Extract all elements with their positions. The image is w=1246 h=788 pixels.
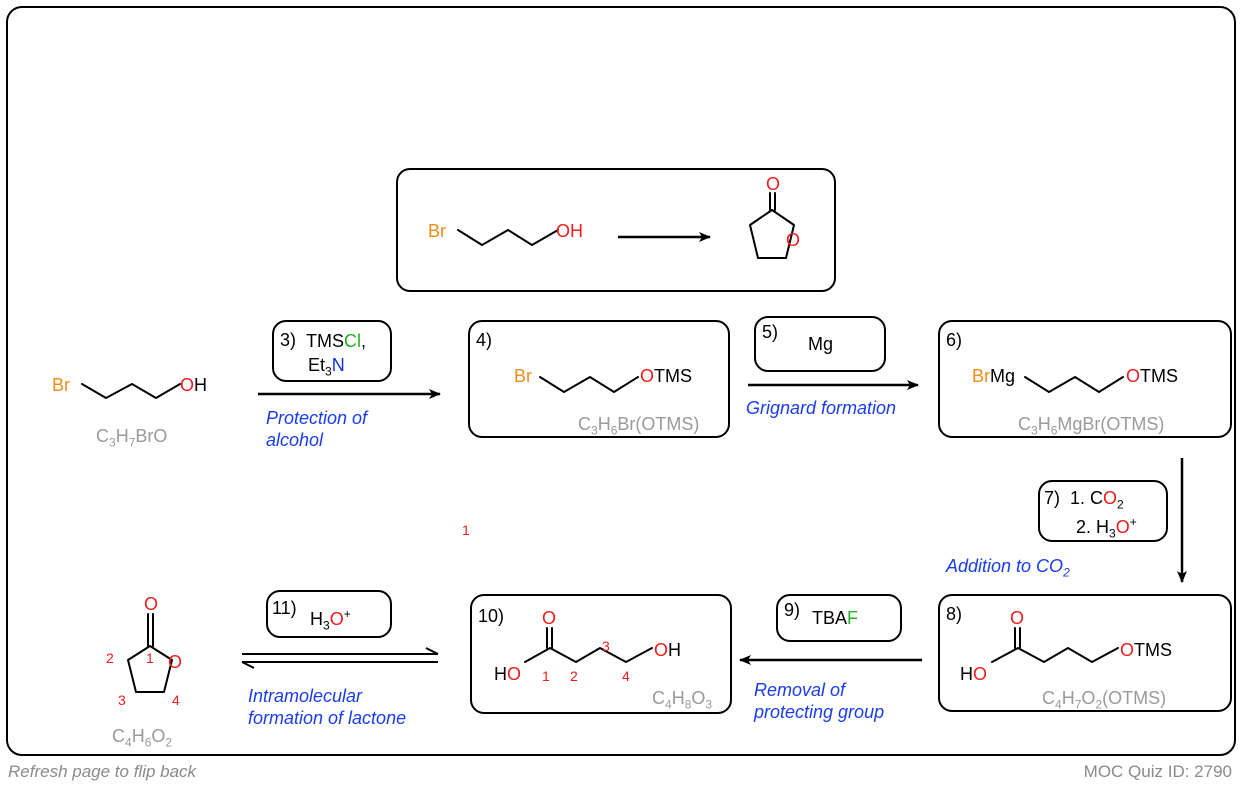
step7-label: Addition to CO2 xyxy=(946,556,1070,580)
cmp6-brmg: BrMg xyxy=(972,366,1016,386)
step5-reagent: Mg xyxy=(808,334,834,354)
lactone-carbon-3: 3 xyxy=(118,692,126,708)
step7-number: 7) xyxy=(1044,488,1061,508)
reagent-box-5 xyxy=(754,316,886,372)
lactone-carbonyl-o: O xyxy=(144,594,159,614)
cmp10-carbon-2: 2 xyxy=(570,668,578,684)
cmp10-formula: C4H8O3 xyxy=(652,688,713,712)
cmp4-br: Br xyxy=(514,366,532,386)
lactone-formula: C4H6O2 xyxy=(112,726,173,750)
step11-label-line1: Intramolecular xyxy=(248,686,363,706)
cmp8-number: 8) xyxy=(946,604,963,624)
step9-label-line1: Removal of xyxy=(754,680,846,700)
reagent-box-3 xyxy=(272,320,392,382)
step11-number: 11) xyxy=(272,598,297,618)
cmp8-ho: HO xyxy=(960,664,988,684)
step9-number: 9) xyxy=(784,600,801,620)
lactone-carbon-2: 2 xyxy=(106,650,114,666)
step3-label-line1: Protection of xyxy=(266,408,368,428)
step11-reagent: H3O+ xyxy=(310,607,351,633)
step7-reagent-line2: 2. H3O+ xyxy=(1076,515,1137,541)
start-formula: C3H7BrO xyxy=(96,426,168,450)
reagent-box-11 xyxy=(266,590,392,638)
cmp10-carbon-3: 3 xyxy=(602,638,610,654)
step3-label-line2: alcohol xyxy=(266,430,324,450)
cmp8-formula: C4H7O2(OTMS) xyxy=(1042,688,1167,712)
lactone-carbon-4: 4 xyxy=(172,692,180,708)
step9-reagent: TBAF xyxy=(812,608,859,628)
cmp4-formula: C3H6Br(OTMS) xyxy=(578,414,700,438)
cmp6-formula: C3H6MgBr(OTMS) xyxy=(1018,414,1165,438)
step11-label-line2: formation of lactone xyxy=(248,708,407,728)
step9-label-line2: protecting group xyxy=(754,702,885,722)
reagent-box-7 xyxy=(1038,480,1168,542)
cmp10-oh: OH xyxy=(654,640,682,660)
start-oh: OH xyxy=(180,375,208,395)
start-br: Br xyxy=(52,375,70,395)
target-carbonyl-o: O xyxy=(766,174,781,194)
cmp10-carbon-1: 1 xyxy=(542,668,550,684)
cmp6-number: 6) xyxy=(946,330,963,350)
step5-number: 5) xyxy=(762,322,779,342)
flip-back-hint[interactable]: Refresh page to flip back xyxy=(8,762,197,781)
stray-number: 1 xyxy=(462,522,470,538)
target-br: Br xyxy=(428,221,446,241)
lactone-carbon-1: 1 xyxy=(146,650,154,666)
target-ring-o: O xyxy=(786,230,801,250)
step3-number: 3) xyxy=(280,330,297,350)
cmp10-carbonyl-o: O xyxy=(542,608,557,628)
cmp8-carbonyl-o: O xyxy=(1010,608,1025,628)
cmp10-carbon-4: 4 xyxy=(622,668,630,684)
step3-reagent-line1: TMSCl, xyxy=(306,331,367,351)
cmp10-number: 10) xyxy=(478,606,505,626)
cmp8-otms: OTMS xyxy=(1120,640,1173,660)
quiz-id: MOC Quiz ID: 2790 xyxy=(1083,762,1232,781)
cmp6-otms: OTMS xyxy=(1126,366,1179,386)
lactone-ring-o: O xyxy=(168,652,183,672)
step7-reagent-line1: 1. CO2 xyxy=(1070,488,1124,512)
target-oh: OH xyxy=(556,221,583,241)
step3-reagent-line2: Et3N xyxy=(308,355,345,379)
cmp4-number: 4) xyxy=(476,330,493,350)
cmp10-ho: HO xyxy=(494,664,522,684)
cmp4-otms: OTMS xyxy=(640,366,693,386)
reagent-box-9 xyxy=(776,594,902,642)
card-frame[interactable] xyxy=(6,6,1236,756)
step5-label: Grignard formation xyxy=(746,398,897,418)
